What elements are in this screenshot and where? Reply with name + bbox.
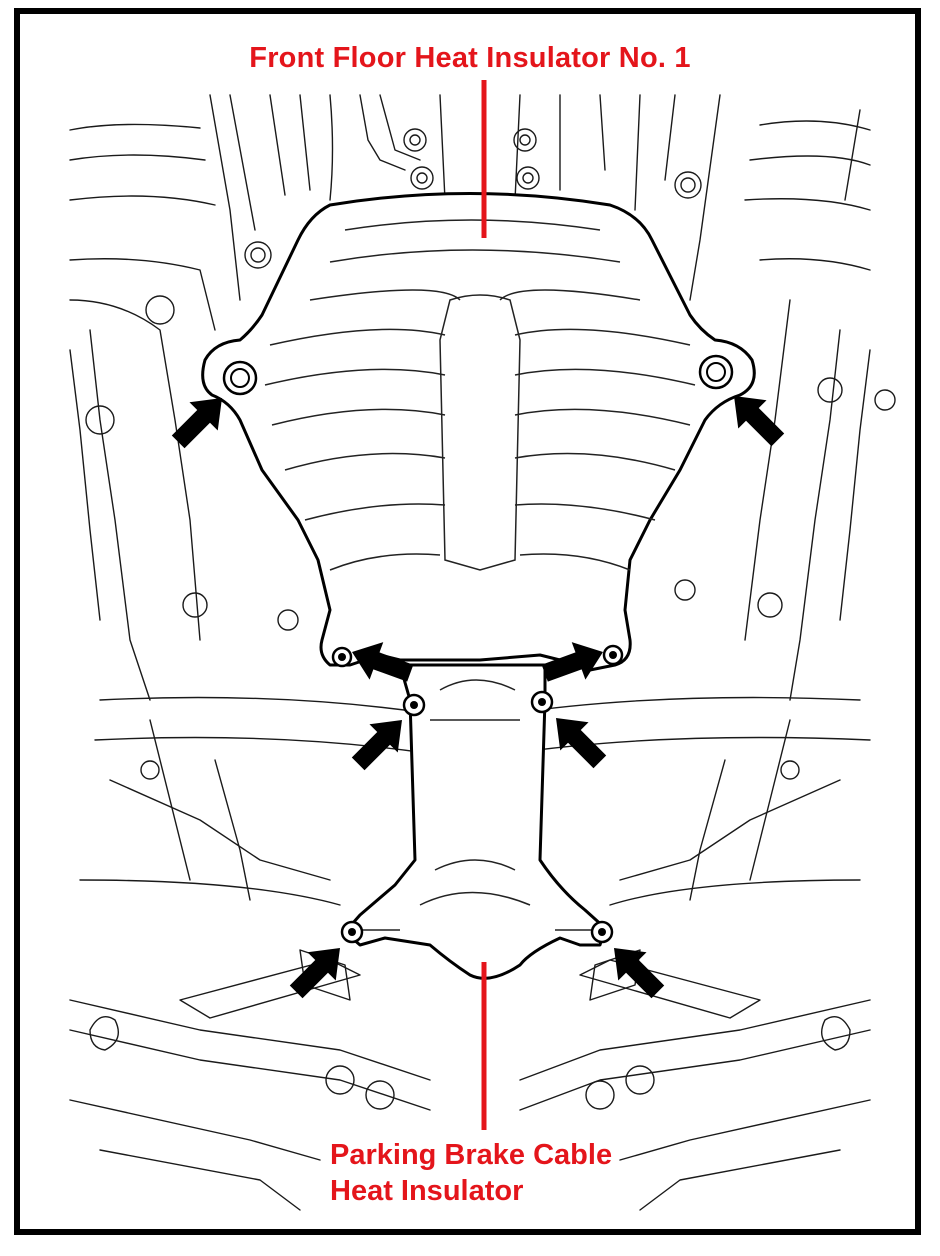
bottom-callout-line1: Parking Brake Cable bbox=[330, 1139, 613, 1171]
parking-brake-cable-heat-insulator bbox=[343, 663, 607, 980]
bolt-icon bbox=[590, 920, 614, 944]
front-floor-heat-insulator bbox=[201, 192, 756, 672]
arrow-icon bbox=[344, 705, 417, 778]
bolt-icons bbox=[222, 354, 734, 944]
bottom-callout-line2: Heat Insulator bbox=[330, 1175, 524, 1207]
bolt-icon bbox=[222, 360, 258, 396]
bolt-icon bbox=[331, 646, 353, 668]
bolt-icon bbox=[530, 690, 554, 714]
arrow-icon bbox=[599, 933, 672, 1006]
chassis-linework bbox=[69, 94, 896, 1211]
arrow-icon bbox=[541, 703, 614, 776]
bolt-icon bbox=[602, 644, 624, 666]
top-callout-label: Front Floor Heat Insulator No. 1 bbox=[249, 42, 691, 74]
bolt-icon bbox=[340, 920, 364, 944]
bolt-icon bbox=[402, 693, 426, 717]
bolt-icon bbox=[698, 354, 734, 390]
bottom-callout-label: Parking Brake Cable Heat Insulator bbox=[330, 1137, 750, 1209]
